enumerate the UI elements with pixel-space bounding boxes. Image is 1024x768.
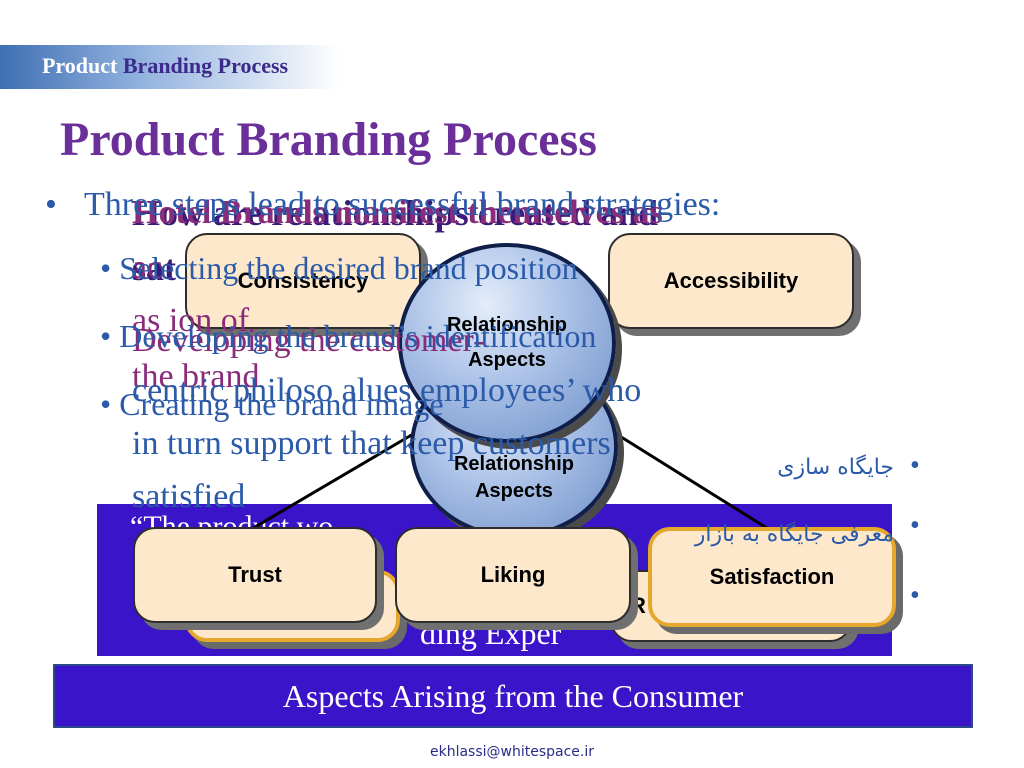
circle-label-2: Aspects (468, 349, 546, 371)
overlay-hotel-line-3: as ion of (132, 302, 250, 339)
overlay-hotel-line-1: Hotel Brands manifest themselves as (132, 194, 663, 231)
satisfaction-box: Satisfaction (648, 527, 896, 627)
bullet-three-steps: Three steps lead to successful brand str… (84, 186, 721, 223)
circle-back-label-1: Relationship (453, 452, 574, 475)
hidden-box-right-label: R (630, 593, 646, 618)
footer-email: ekhlassi@whitespace.ir (429, 744, 595, 760)
overlay-question-line-2: sat (132, 248, 176, 288)
bullet-dot: • (45, 186, 57, 223)
liking-box: Liking (395, 527, 631, 623)
header-title: Product Branding Process (42, 53, 288, 79)
persian-bullet-3: • (910, 580, 920, 611)
overlay-hotel-line-4: Developing the customer- (132, 322, 485, 359)
circle-back-label-2: Aspects (475, 479, 553, 502)
accessibility-box: Accessibility (608, 233, 854, 329)
header-bar (0, 45, 340, 89)
overlay-hotel-line-2: ac (132, 249, 163, 286)
overlay-hotel-line-6: centric philoso alues employees’ who (132, 372, 642, 409)
overlay-question-line-1: How are relationships created and (132, 193, 659, 233)
header-word-branding-process: Branding Process (122, 53, 289, 78)
slide-title: Product Branding Process (60, 113, 597, 166)
persian-bullet-2: • (910, 510, 920, 541)
overlay-hotel-line-8: satisfied (132, 478, 246, 515)
sub-bullet-creating: • Creating the brand image (100, 386, 444, 422)
persian-item-2: معرفی جایگاه به بازار (694, 522, 894, 547)
persian-item-1: جایگاه سازی (777, 455, 894, 480)
overlay-hotel-line-7: in turn support that keep customers (132, 425, 611, 462)
header-word-product: Product (42, 53, 118, 78)
bottom-banner: Aspects Arising from the Consumer (53, 664, 973, 728)
sub-bullet-developing: • Developing the brand’s identification (100, 318, 597, 354)
consistency-box: Consistency (185, 233, 421, 329)
trust-box: Trust (133, 527, 377, 623)
sub-bullet-selecting: • Selecting the desired brand position (100, 250, 578, 286)
persian-bullet-1: • (910, 450, 920, 481)
relationship-aspects-circle: Relationship Aspects (398, 243, 616, 443)
circle-label-1: Relationship (446, 314, 567, 336)
overlay-hotel-line-5: the brand (132, 358, 260, 395)
